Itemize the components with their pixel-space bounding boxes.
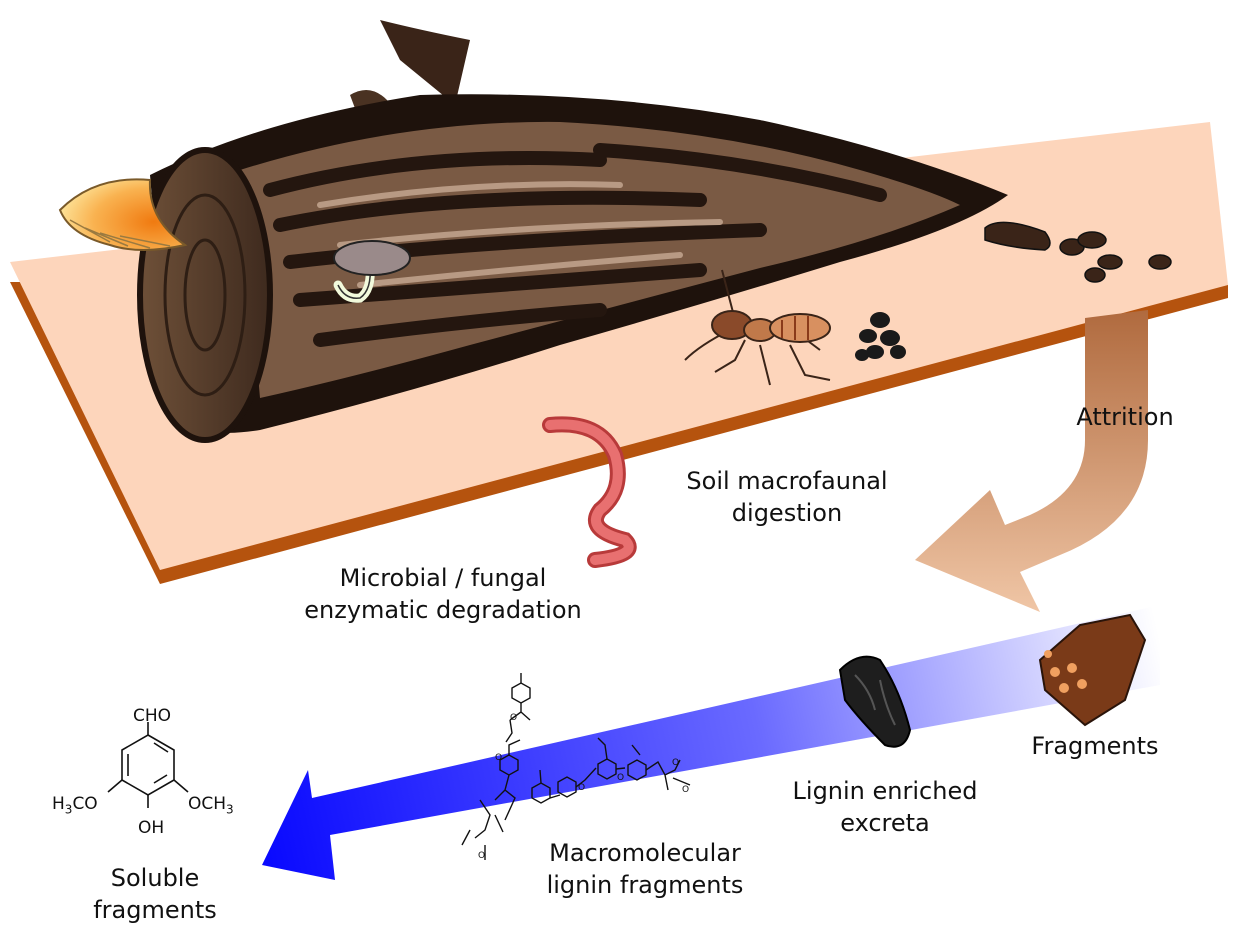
svg-text:O: O xyxy=(510,713,517,723)
svg-text:O: O xyxy=(672,758,679,768)
label-soil-macrofaunal: Soil macrofaunal digestion xyxy=(662,465,912,529)
svg-text:O: O xyxy=(495,753,502,763)
label-soil-line2: digestion xyxy=(662,497,912,529)
label-microbial-degradation: Microbial / fungal enzymatic degradation xyxy=(288,562,598,626)
label-microbial-line1: Microbial / fungal xyxy=(288,562,598,594)
label-macromolecular-line2: lignin fragments xyxy=(520,869,770,901)
svg-text:O: O xyxy=(682,785,689,795)
molecule-top-group: CHO xyxy=(133,706,171,726)
syringaldehyde-structure xyxy=(108,722,188,808)
svg-text:O: O xyxy=(478,851,485,861)
label-microbial-line2: enzymatic degradation xyxy=(288,594,598,626)
label-excreta-line2: excreta xyxy=(770,807,1000,839)
label-soluble-line1: Soluble xyxy=(80,862,230,894)
label-fragments: Fragments xyxy=(1020,730,1170,762)
label-soluble-fragments: Soluble fragments xyxy=(80,862,230,926)
label-soil-line1: Soil macrofaunal xyxy=(662,465,912,497)
molecule-bottom-group: OH xyxy=(138,818,164,838)
svg-text:O: O xyxy=(578,783,585,793)
label-lignin-excreta: Lignin enriched excreta xyxy=(770,775,1000,839)
label-excreta-line1: Lignin enriched xyxy=(770,775,1000,807)
molecule-left-group: H3CO xyxy=(52,794,98,816)
molecule-right-group: OCH3 xyxy=(188,794,234,816)
label-soluble-line2: fragments xyxy=(80,894,230,926)
svg-text:O: O xyxy=(617,773,624,783)
label-attrition: Attrition xyxy=(1060,401,1190,433)
label-macromolecular-line1: Macromolecular xyxy=(520,837,770,869)
label-macromolecular: Macromolecular lignin fragments xyxy=(520,837,770,901)
